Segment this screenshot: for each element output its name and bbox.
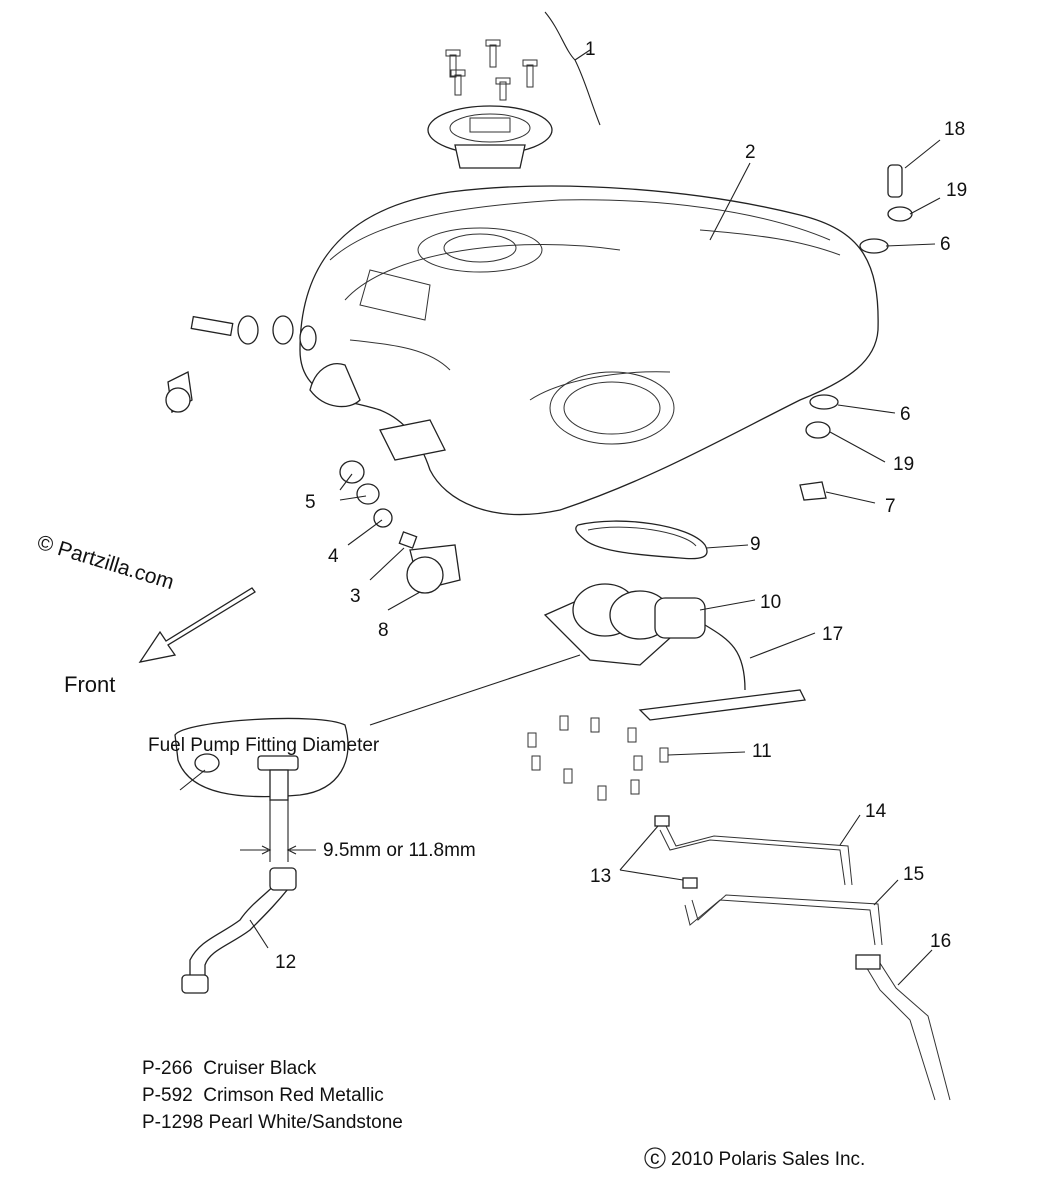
fuel-cap [427,39,553,169]
callout-2: 2 [745,142,756,163]
callout-numbers: 1 2 3 4 5 6 6 7 8 9 10 11 12 13 14 15 16… [275,39,967,973]
fuel-tank [299,185,879,516]
paint-code-3: P-1298 Pearl White/Sandstone [142,1112,403,1133]
copyright-text: 2010 Polaris Sales Inc. [671,1149,865,1170]
callout-12: 12 [275,952,296,973]
callout-10: 10 [760,592,781,613]
screws [527,715,669,801]
callout-5: 5 [305,492,316,513]
fitting-dimension: 9.5mm or 11.8mm [323,840,476,861]
fuel-pump [543,583,806,721]
paint-codes: P-266 Cruiser Black P-592 Crimson Red Me… [142,1058,403,1133]
fitting-title: Fuel Pump Fitting Diameter [148,735,380,756]
paint-code-2: P-592 Crimson Red Metallic [142,1085,384,1106]
callout-16: 16 [930,931,951,952]
front-arrow-icon [138,587,256,663]
copyright-circle-icon [644,1147,666,1169]
callout-14: 14 [865,801,887,822]
watermark: © Partzilla.com [35,531,177,594]
fuel-hose [181,867,297,994]
callout-7: 7 [885,496,896,517]
callout-11: 11 [752,741,772,762]
callout-6b: 6 [900,404,911,425]
side-hardware [799,164,913,501]
callout-9: 9 [750,534,761,555]
callout-19b: 19 [893,454,914,475]
vent-lines [654,815,951,1101]
callout-6a: 6 [940,234,951,255]
callout-15: 15 [903,864,924,885]
callout-13: 13 [590,866,611,887]
copyright-symbol: c [650,1148,660,1169]
callout-18: 18 [944,119,965,140]
fitting-detail [174,717,349,862]
copyright: c 2010 Polaris Sales Inc. [644,1147,865,1170]
front-label: Front [64,672,115,697]
leader-lines [249,11,941,986]
callout-4: 4 [328,546,339,567]
callout-19a: 19 [946,180,967,201]
callout-8: 8 [378,620,389,641]
mount-hardware [165,315,461,594]
callout-3: 3 [350,586,361,607]
gasket [575,520,708,560]
callout-1: 1 [585,39,596,60]
callout-17: 17 [822,624,843,645]
paint-code-1: P-266 Cruiser Black [142,1058,317,1079]
